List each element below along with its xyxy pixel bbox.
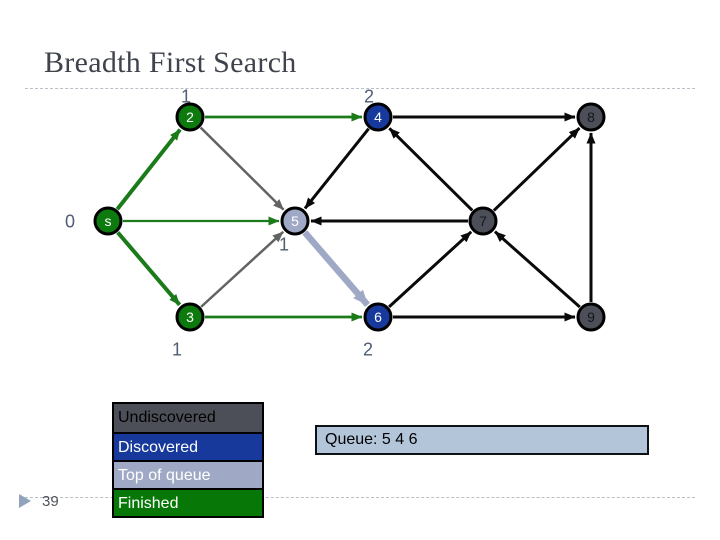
legend-item-top-of-queue: Top of queue xyxy=(114,460,262,488)
page-title: Breadth First Search xyxy=(44,46,297,79)
node-label-6: 6 xyxy=(374,309,382,325)
edge-9-7 xyxy=(493,230,581,309)
node-label-4: 4 xyxy=(374,109,382,125)
edge-6-7 xyxy=(388,230,473,308)
legend-item-undiscovered: Undiscovered xyxy=(114,404,262,432)
node-3 xyxy=(175,302,205,332)
edge-7-4 xyxy=(388,127,474,212)
distance-label: 2 xyxy=(363,339,373,359)
state-legend: Undiscovered Discovered Top of queue Fin… xyxy=(112,402,264,518)
distance-label: 1 xyxy=(181,86,191,106)
edge-4-5 xyxy=(303,127,370,210)
slide-marker-icon xyxy=(19,494,31,508)
divider-bottom xyxy=(25,497,695,498)
node-4 xyxy=(363,102,393,132)
distance-label: 1 xyxy=(279,234,289,254)
node-label-2: 2 xyxy=(186,109,194,125)
edge-s-3 xyxy=(116,231,182,307)
edge-s-2 xyxy=(115,128,182,211)
node-5 xyxy=(280,206,310,236)
queue-status: Queue: 5 4 6 xyxy=(315,425,649,455)
distance-label: 1 xyxy=(172,339,182,359)
page-number: 39 xyxy=(42,493,59,510)
node-7 xyxy=(468,206,498,236)
edge-5-6 xyxy=(302,230,370,308)
node-9 xyxy=(576,302,606,332)
node-8 xyxy=(576,102,606,132)
node-label-9: 9 xyxy=(587,309,595,325)
edge-3-5 xyxy=(200,230,285,308)
distance-label: 2 xyxy=(364,86,374,106)
edge-7-8 xyxy=(492,127,581,212)
node-label-8: 8 xyxy=(587,109,595,125)
legend-item-finished: Finished xyxy=(114,488,262,516)
node-6 xyxy=(363,302,393,332)
distance-label: 0 xyxy=(65,211,75,231)
divider-top xyxy=(25,88,695,89)
node-s xyxy=(93,206,123,236)
node-2 xyxy=(175,102,205,132)
node-label-7: 7 xyxy=(479,213,487,229)
node-label-5: 5 xyxy=(291,213,299,229)
edge-2-5 xyxy=(199,126,285,211)
legend-item-discovered: Discovered xyxy=(114,432,262,460)
node-label-3: 3 xyxy=(186,309,194,325)
node-label-s: s xyxy=(105,213,112,229)
